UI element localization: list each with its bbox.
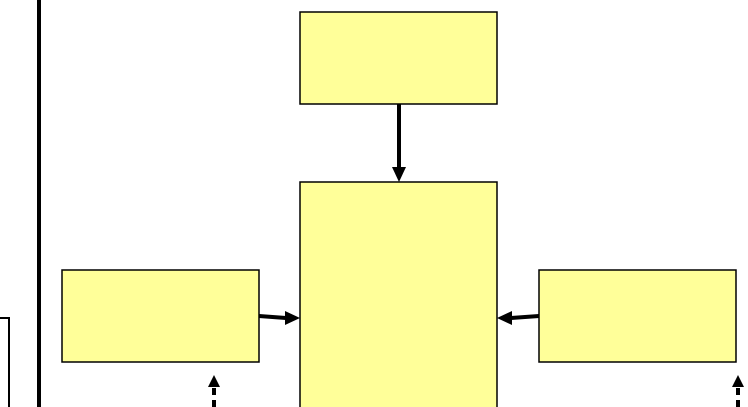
left-bottom-dashed-arrow: [208, 375, 220, 407]
top-box: [299, 11, 498, 105]
right-bottom-dashed-arrow: [732, 375, 744, 407]
right-box: [538, 269, 737, 363]
left-to-center-arrow: [258, 311, 300, 325]
left-edge-connector: [0, 317, 10, 407]
top-to-center-arrow: [392, 104, 406, 182]
right-to-center-arrow: [497, 311, 540, 325]
center-box: [299, 181, 498, 407]
left-box: [61, 269, 260, 363]
